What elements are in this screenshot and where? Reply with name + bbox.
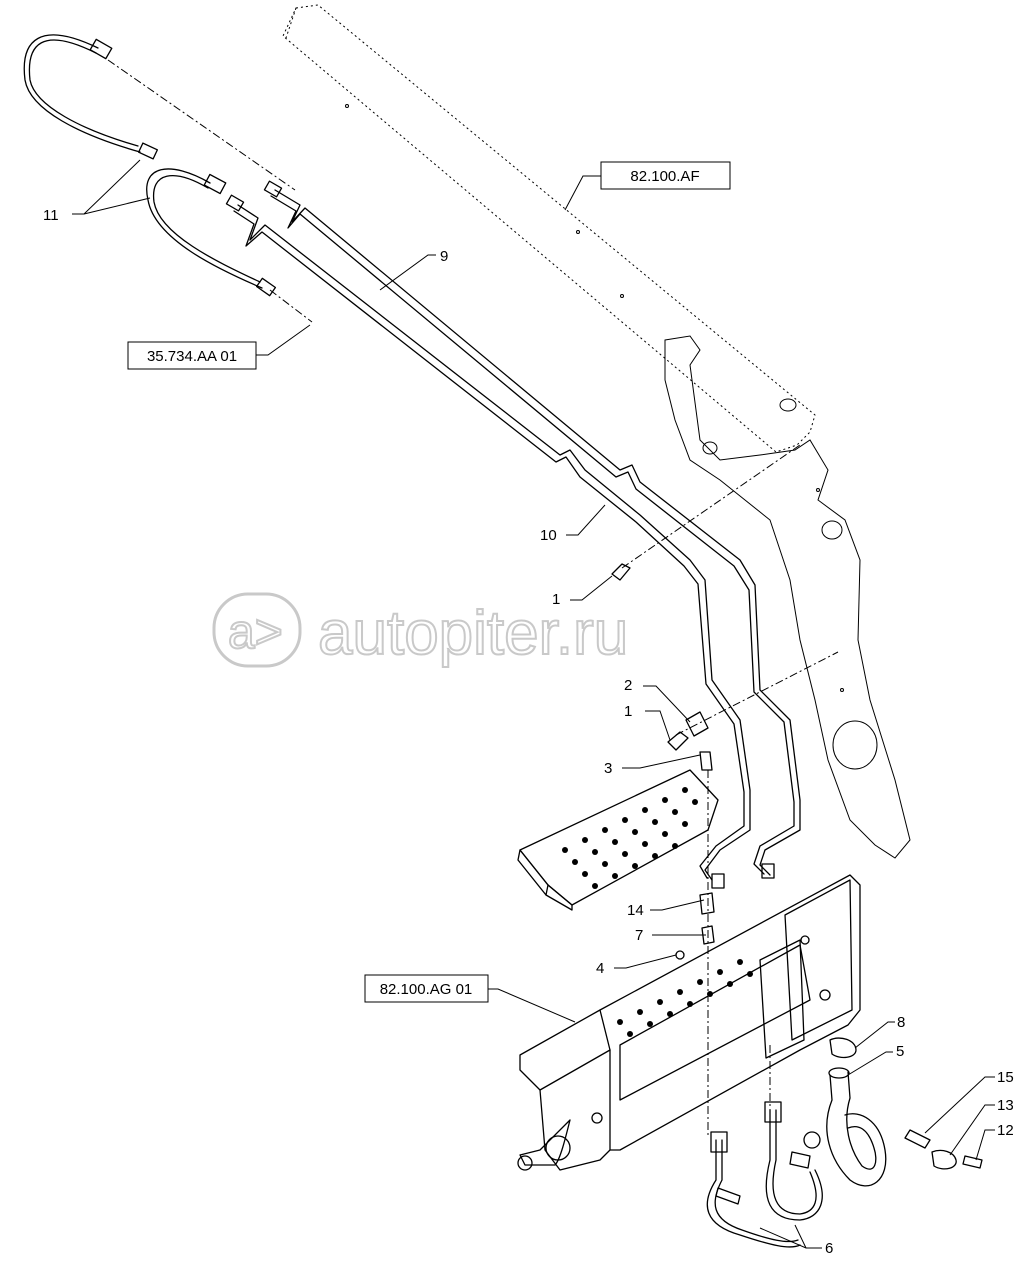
callout-12: 12: [997, 1122, 1014, 1139]
callout-7: 7: [635, 927, 643, 944]
reference-box-82-100-af[interactable]: 82.100.AF: [600, 161, 731, 190]
step-plate-holes: [562, 787, 698, 889]
watermark-logo-glyph: a>: [228, 606, 283, 659]
callout-6: 6: [825, 1240, 833, 1257]
reference-label-82-100-af: 82.100.AF: [630, 168, 699, 185]
loader-arm: [282, 4, 911, 859]
watermark-logo-icon: [212, 592, 302, 668]
watermark: a> autopiter.ru: [212, 592, 629, 669]
quick-attach-frame: [517, 874, 861, 1171]
callout-3: 3: [604, 760, 612, 777]
callout-15: 15: [997, 1069, 1014, 1086]
hose-11: [23, 34, 277, 297]
hardware: [611, 563, 983, 1170]
leader-lines: [72, 159, 995, 1249]
callout-2: 2: [624, 677, 632, 694]
callout-10: 10: [540, 527, 557, 544]
callout-11: 11: [43, 207, 59, 224]
frame-holes: [617, 959, 753, 1037]
reference-box-35-734-aa-01[interactable]: 35.734.AA 01: [127, 341, 257, 370]
reference-label-82-100-ag-01: 82.100.AG 01: [380, 981, 473, 998]
callout-8: 8: [897, 1014, 905, 1031]
steel-tubes: [225, 180, 801, 889]
callout-1-lower: 1: [624, 703, 632, 720]
callout-1-upper: 1: [552, 591, 560, 608]
callout-9: 9: [440, 248, 448, 265]
reference-label-35-734-aa-01: 35.734.AA 01: [147, 348, 237, 365]
callout-5: 5: [896, 1043, 904, 1060]
alignment-lines: [107, 59, 839, 1135]
watermark-text: autopiter.ru: [318, 599, 628, 668]
reference-box-82-100-ag-01[interactable]: 82.100.AG 01: [364, 974, 489, 1003]
callout-4: 4: [596, 960, 604, 977]
callouts: 11 9 10 1 2 1 3 14 7 4 8 5 15 13 12 6: [43, 207, 1014, 1257]
step-plate: [517, 769, 719, 911]
callout-13: 13: [997, 1097, 1014, 1114]
coupler-hoses: [706, 1067, 887, 1248]
callout-14: 14: [627, 902, 644, 919]
